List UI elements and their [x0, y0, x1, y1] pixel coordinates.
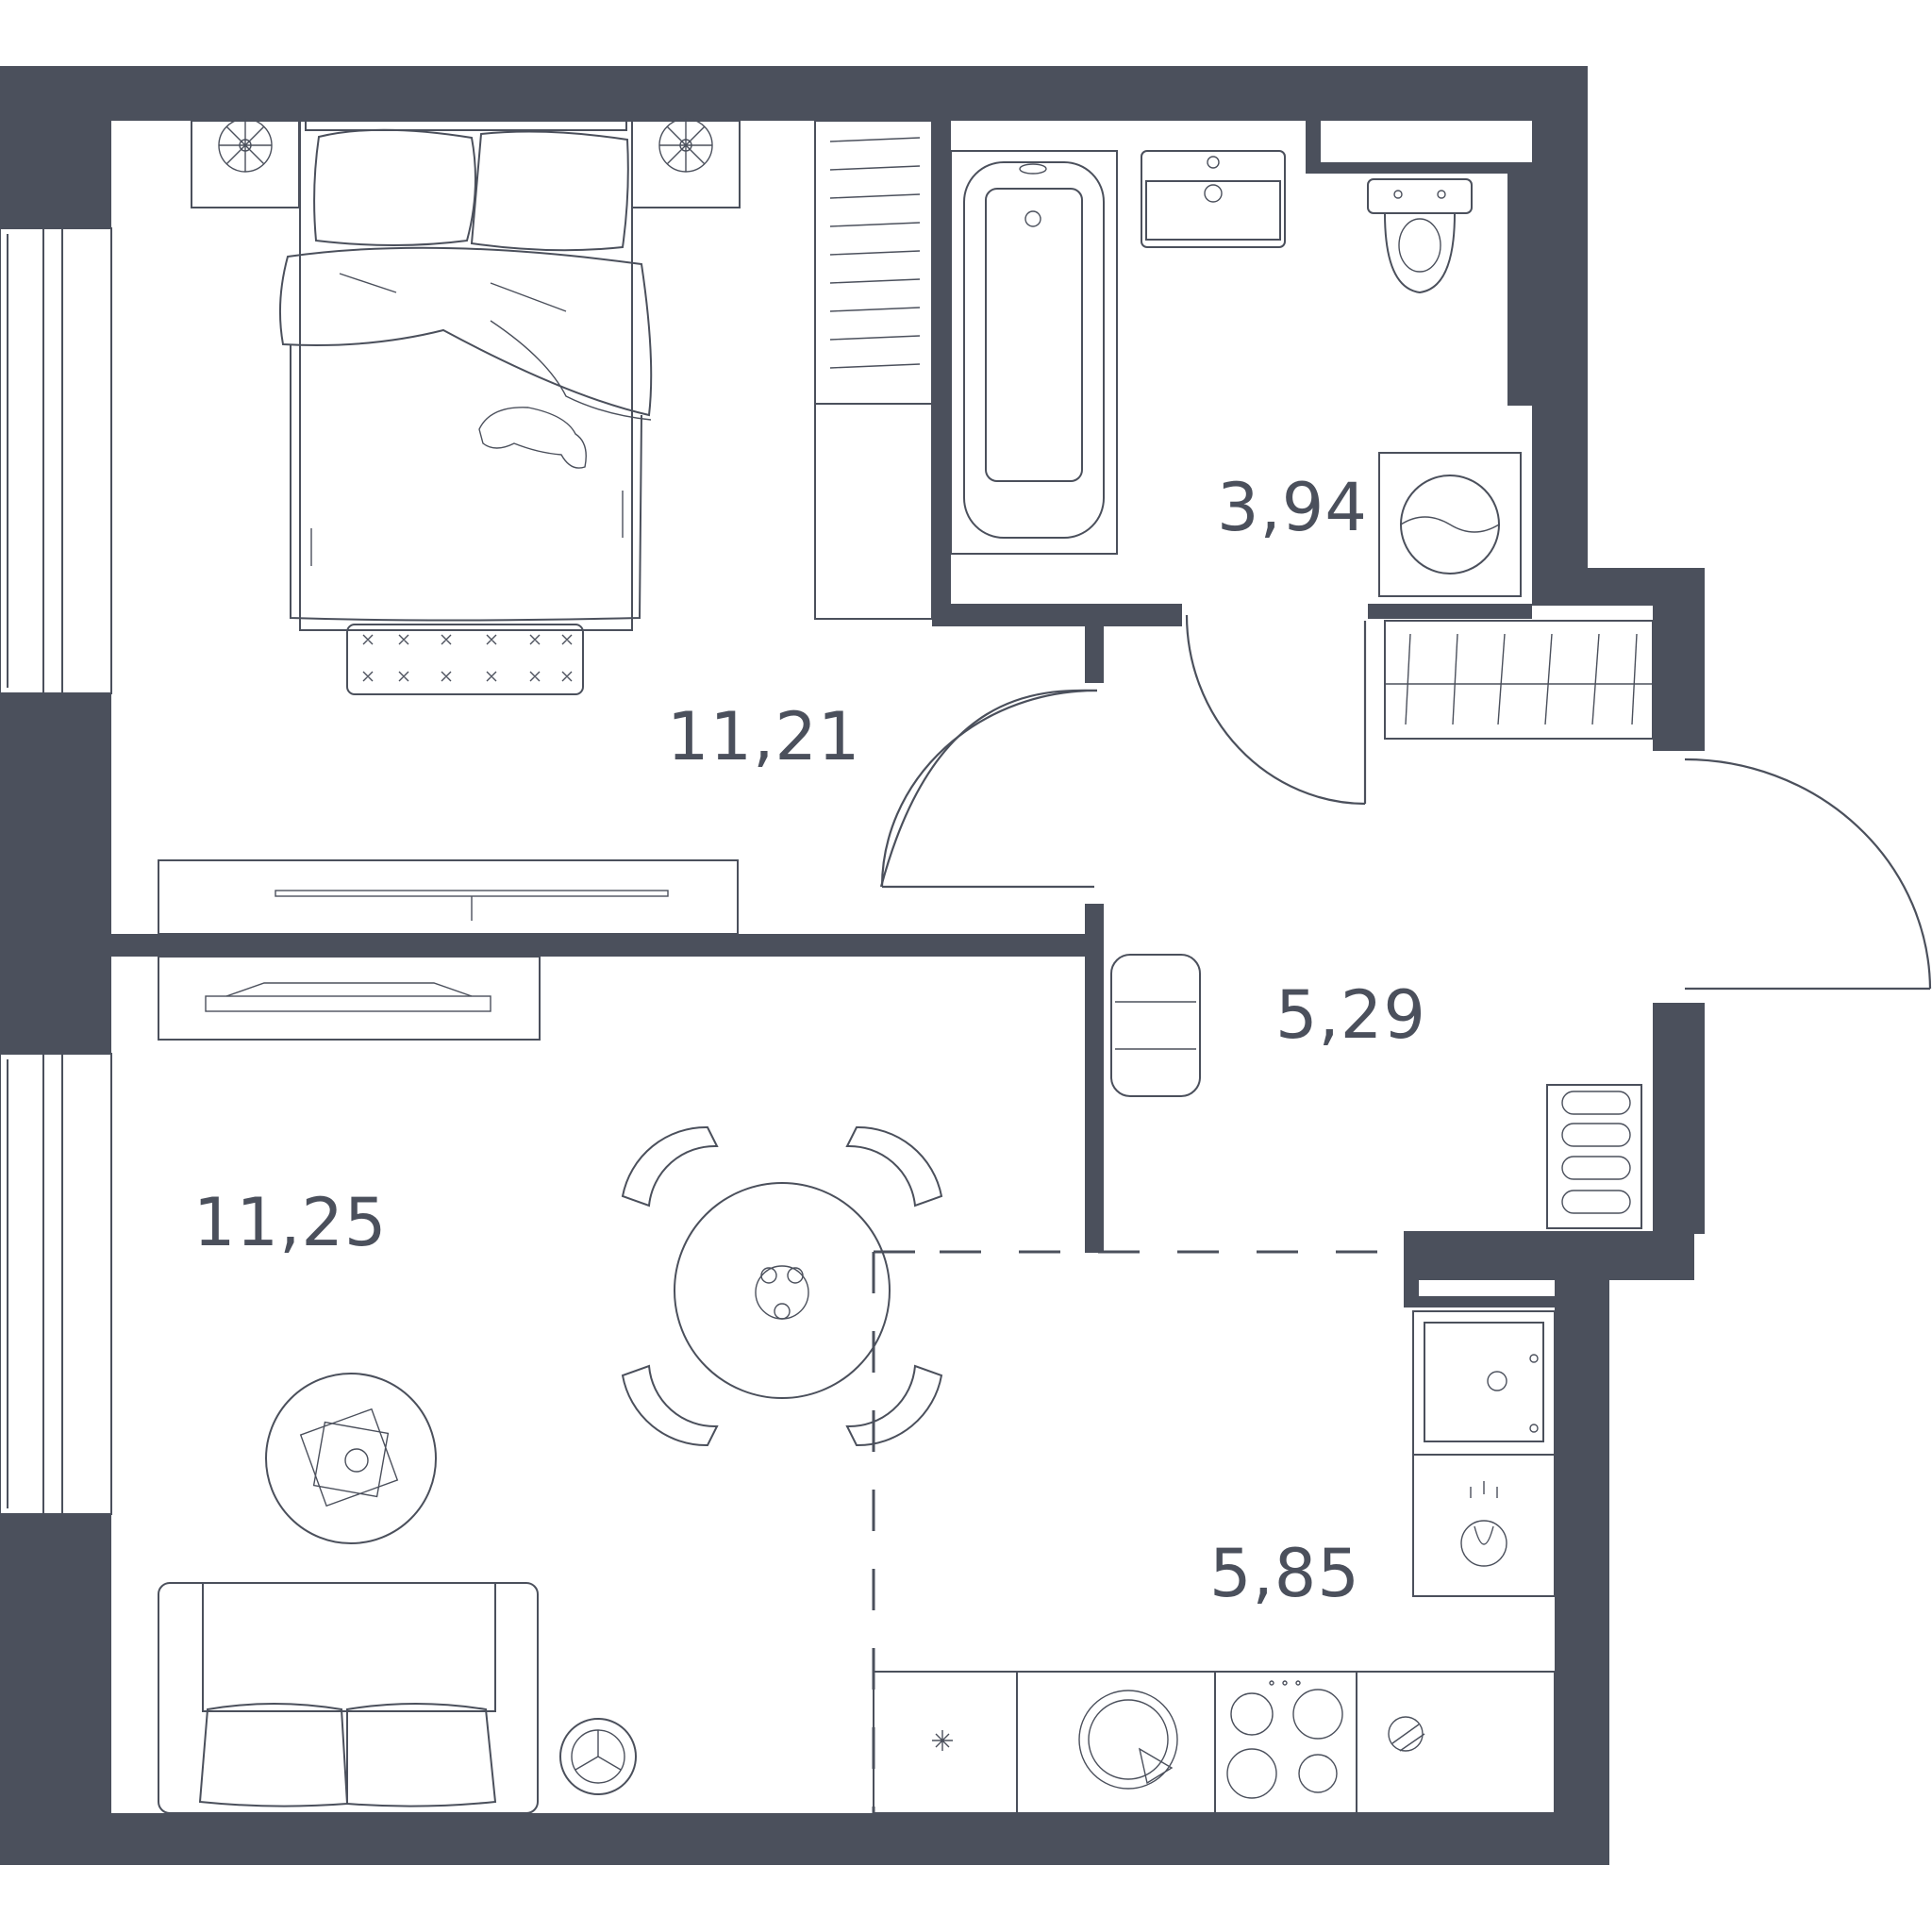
bathtub — [950, 150, 1118, 555]
wall-hall-stub-top — [1085, 626, 1104, 683]
sofa — [158, 1582, 539, 1814]
lamp-icon — [218, 118, 273, 173]
window-bedroom — [0, 227, 112, 694]
room-area-bedroom: 11,21 — [667, 698, 860, 775]
wall-bath-bottom-right — [1368, 604, 1532, 619]
wall-right-middle — [1653, 1003, 1705, 1234]
flower-vase-icon — [755, 1265, 809, 1320]
bedroom-furniture — [158, 118, 933, 935]
wall-right-ledge — [1404, 1231, 1694, 1280]
kitchen-zone-border — [872, 1250, 1404, 1813]
wall-bath-shaft-side — [1306, 121, 1321, 166]
dining-table — [674, 1182, 891, 1399]
room-area-bathroom: 3,94 — [1217, 469, 1368, 546]
chair — [621, 1125, 719, 1208]
room-area-hallway: 5,29 — [1275, 976, 1426, 1054]
hallway-furniture — [1110, 620, 1654, 1229]
wall-divider — [111, 934, 1102, 957]
room-area-kitchen: 5,85 — [1209, 1535, 1360, 1612]
wall-bath-bottom-left — [932, 604, 1182, 626]
wardrobe — [814, 120, 933, 620]
washing-machine — [1378, 452, 1522, 597]
wall-hall-partition — [1085, 904, 1104, 1253]
sink-counter — [1412, 1454, 1556, 1597]
wall-bottom — [0, 1813, 1609, 1865]
door-bathroom — [1185, 614, 1367, 806]
walls — [0, 66, 1705, 1865]
counter-segment — [873, 1671, 1018, 1814]
hall-wardrobe — [1384, 620, 1654, 740]
chair — [845, 1364, 943, 1447]
wall-bath-niche — [1507, 170, 1532, 406]
wall-bath-left — [932, 121, 951, 626]
floor-lamp-icon — [559, 1718, 637, 1795]
cat-icon — [478, 407, 587, 469]
counter-segment — [1356, 1671, 1556, 1814]
wall-right-top — [1532, 66, 1588, 571]
bathroom-fixtures — [950, 150, 1522, 597]
chair — [845, 1125, 943, 1208]
tv-console — [158, 956, 541, 1041]
shoe-rack — [1546, 1084, 1642, 1229]
pie-icon — [1078, 1690, 1178, 1790]
door-entrance — [1684, 758, 1932, 991]
toilet — [1367, 178, 1473, 294]
window-living — [0, 1053, 112, 1515]
lamp-icon — [658, 118, 713, 173]
wall-top — [0, 66, 1588, 121]
bedside-rug — [346, 624, 584, 695]
counter-segment — [1016, 1671, 1216, 1814]
pouf — [1110, 954, 1201, 1097]
kitchen-sink-icon — [1460, 1481, 1507, 1567]
kettle-icon — [1388, 1716, 1425, 1752]
chair — [621, 1364, 719, 1447]
wall-shaft-left — [1404, 1231, 1419, 1299]
room-area-living-room: 11,25 — [193, 1184, 387, 1261]
kitchen-furniture — [873, 1310, 1556, 1814]
wall-left-top — [0, 66, 111, 228]
tv-stand — [158, 859, 739, 935]
sink — [1141, 150, 1286, 248]
wall-right-lower — [1555, 1231, 1609, 1865]
bed — [278, 120, 653, 631]
wall-left-bottom — [0, 1514, 111, 1863]
wall-shaft-bottom — [1404, 1296, 1558, 1307]
wall-bath-shaft-bottom — [1306, 162, 1532, 174]
living-room-furniture — [158, 956, 943, 1814]
coffee-table — [265, 1373, 437, 1544]
fridge — [1412, 1310, 1556, 1456]
wall-left-mid — [0, 693, 111, 1054]
wall-right-upper — [1653, 568, 1705, 751]
door-bedroom — [879, 689, 1098, 889]
area-labels: 11,21 3,94 5,29 11,25 5,85 — [193, 469, 1426, 1612]
